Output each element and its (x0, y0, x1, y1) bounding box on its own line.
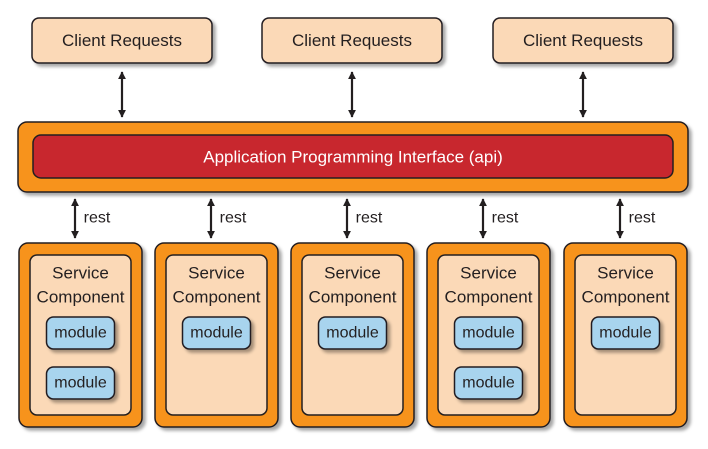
module-label: module (54, 325, 107, 342)
service-component-subtitle: Component (37, 288, 125, 307)
client-requests-row: Client Requests Client Requests Client Req… (31, 17, 674, 64)
module-label: module (462, 325, 515, 342)
module-box: module (453, 366, 524, 400)
service-component-subtitle: Component (445, 288, 533, 307)
module-label: module (54, 375, 107, 392)
module-box: module (590, 316, 661, 350)
module-box: module (45, 316, 116, 350)
client-requests-box-shape (31, 17, 213, 64)
client-requests-box: Client Requests (261, 17, 443, 64)
api-bar (32, 134, 674, 179)
service-component-subtitle: Component (173, 288, 261, 307)
module-box-shape (181, 316, 252, 350)
module-box-shape (45, 366, 116, 400)
rest-label: rest (356, 210, 383, 227)
service-component-title: Service (597, 264, 654, 283)
module-box-shape (590, 316, 661, 350)
service-component-title: Service (188, 264, 245, 283)
rest-label: rest (492, 210, 519, 227)
module-box: module (45, 366, 116, 400)
connector-layer: rest rest rest rest rest (71, 71, 656, 239)
rest-label: rest (220, 210, 247, 227)
module-box-shape (45, 316, 116, 350)
service-component-title: Service (52, 264, 109, 283)
service-component-title: Service (324, 264, 381, 283)
client-requests-label: Client Requests (292, 31, 412, 50)
module-label: module (599, 325, 652, 342)
module-label: module (326, 325, 379, 342)
module-label: module (462, 375, 515, 392)
client-requests-box-shape (261, 17, 443, 64)
rest-label: rest (84, 210, 111, 227)
client-requests-box-shape (492, 17, 674, 64)
module-label: module (190, 325, 243, 342)
module-box: module (453, 316, 524, 350)
services-row: ServiceComponentmodulemoduleServiceCompo… (18, 242, 688, 428)
api-layer: Application Programming Interface (api) (17, 121, 689, 193)
module-box: module (181, 316, 252, 350)
module-box-shape (317, 316, 388, 350)
client-requests-label: Client Requests (523, 31, 643, 50)
service-component-subtitle: Component (309, 288, 397, 307)
rest-label: rest (629, 210, 656, 227)
service-component-subtitle: Component (582, 288, 670, 307)
module-box-shape (453, 366, 524, 400)
module-box-shape (453, 316, 524, 350)
module-box: module (317, 316, 388, 350)
client-requests-box: Client Requests (31, 17, 213, 64)
client-requests-box: Client Requests (492, 17, 674, 64)
api-label: Application Programming Interface (api) (203, 148, 503, 167)
client-requests-label: Client Requests (62, 31, 182, 50)
service-component-title: Service (460, 264, 517, 283)
